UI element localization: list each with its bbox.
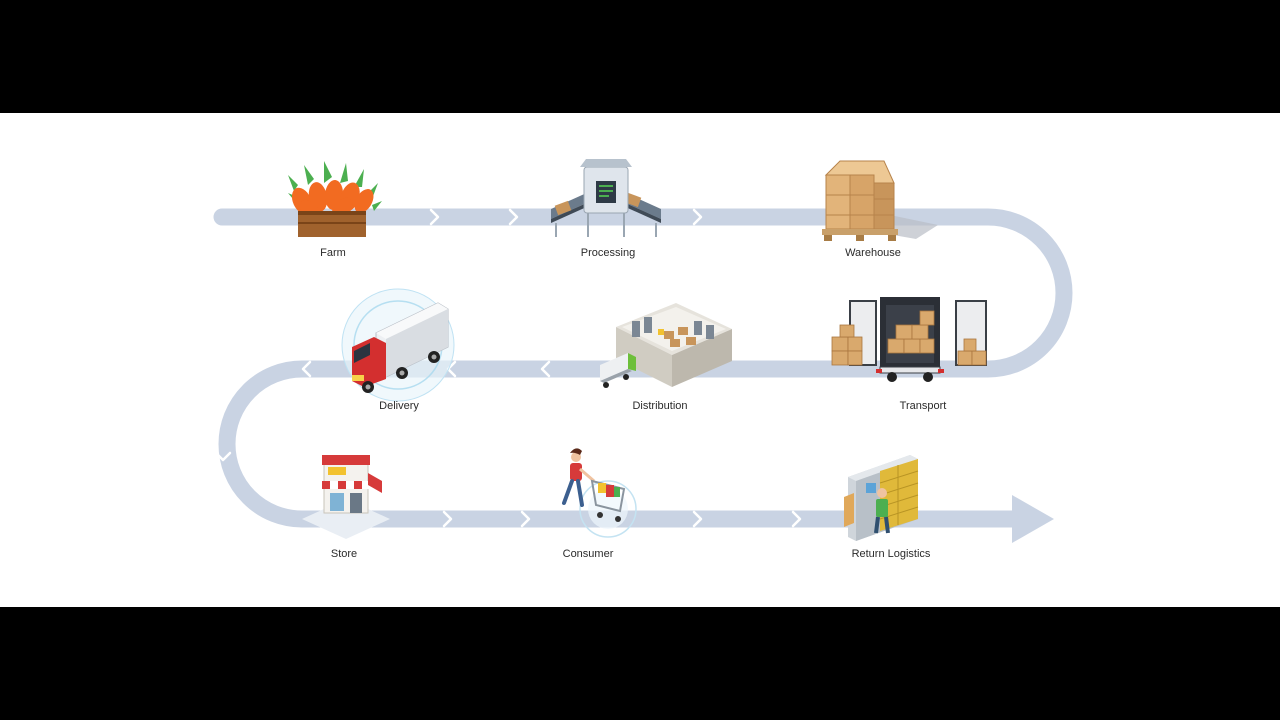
carrot-crate-icon bbox=[288, 161, 382, 237]
supply-chain-diagram: Farm Processing Warehouse Transport Dist… bbox=[0, 113, 1280, 607]
stage-label-distribution: Distribution bbox=[632, 400, 688, 412]
shopper-cart-icon bbox=[562, 448, 637, 538]
stage-label-processing: Processing bbox=[580, 247, 636, 259]
truck-trailer-boxes-icon bbox=[831, 297, 987, 382]
shop-icon bbox=[302, 455, 390, 539]
stage-label-store: Store bbox=[330, 548, 358, 560]
stage-label-return-logistics: Return Logistics bbox=[851, 548, 931, 560]
conveyor-machine-icon bbox=[551, 159, 661, 237]
flow-arrowhead bbox=[1012, 495, 1054, 543]
parcel-locker-icon bbox=[844, 455, 919, 541]
distribution-center-icon bbox=[600, 303, 732, 388]
stage-label-consumer: Consumer bbox=[562, 548, 614, 560]
pallet-boxes-icon bbox=[822, 160, 938, 241]
stage-label-warehouse: Warehouse bbox=[845, 247, 901, 259]
stage-label-farm: Farm bbox=[320, 247, 346, 259]
delivery-truck-icon bbox=[341, 288, 455, 402]
stage-label-transport: Transport bbox=[899, 400, 947, 412]
diagram-canvas bbox=[213, 159, 1073, 543]
stage-label-delivery: Delivery bbox=[379, 400, 419, 412]
